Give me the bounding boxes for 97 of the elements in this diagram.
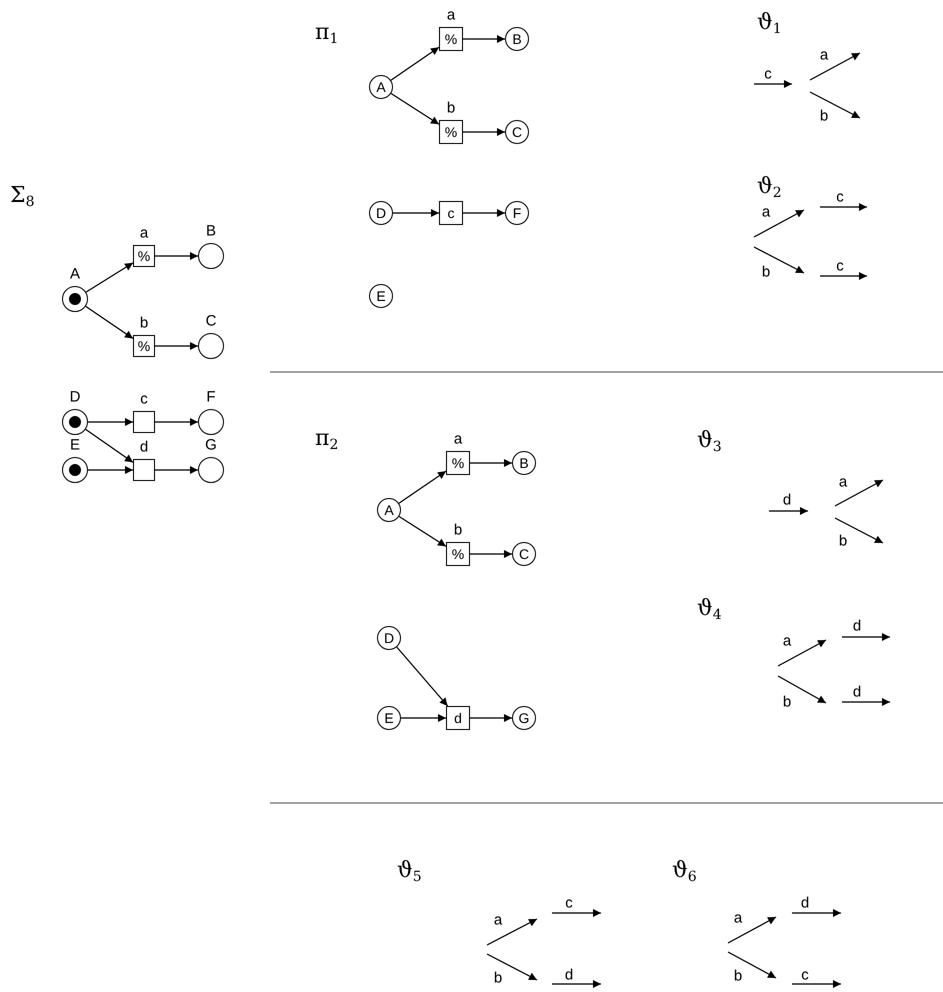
node-label: b [140, 316, 148, 330]
arc-label: c [836, 258, 844, 274]
node-label: b [454, 522, 462, 538]
arc-label: d [852, 684, 862, 700]
arrow [155, 418, 198, 426]
place-circle [198, 333, 224, 359]
arrow [85, 306, 134, 339]
arc-label: b [762, 264, 770, 280]
panel-title: ϑ$_{1}$ [757, 12, 782, 36]
node-label: d [140, 440, 148, 454]
node-label: A [70, 266, 80, 282]
place-circle: C [512, 542, 536, 566]
place-circle: D [377, 626, 401, 650]
arc-label: a [734, 910, 742, 926]
node-label: c [140, 392, 148, 406]
place-circle: B [505, 27, 529, 51]
arrow [85, 428, 134, 463]
place-circle: E [377, 706, 401, 730]
arc-label: c [801, 968, 809, 982]
transition-box: c [439, 201, 463, 225]
transition-box: % [439, 120, 463, 144]
arrow [463, 209, 505, 217]
panel-title: ϑ$_{3}$ [697, 430, 722, 454]
place-circle [198, 243, 224, 269]
arrow [155, 252, 198, 260]
node-label: a [446, 8, 456, 22]
panel-title: ϑ$_{6}$ [672, 860, 697, 884]
place-circle [198, 457, 224, 483]
place-circle [62, 286, 88, 312]
arrow [88, 466, 133, 474]
arrow [398, 516, 446, 547]
arc-label: d [800, 896, 810, 910]
arc-label: a [494, 912, 502, 928]
place-circle: F [505, 201, 529, 225]
node-label: b [446, 100, 456, 116]
node-label: C [206, 314, 216, 328]
arc-label: a [820, 48, 828, 62]
transition-box: % [446, 451, 470, 475]
place-circle: A [369, 75, 393, 99]
panel-title: π$_{2}$ [315, 428, 338, 452]
panel-title: π$_{1}$ [315, 22, 338, 46]
arc-label: b [782, 694, 792, 710]
panel-title: ϑ$_{2}$ [757, 176, 782, 200]
arc-label: a [838, 474, 848, 490]
panel-title: Σ$_{8}$ [10, 185, 34, 209]
arrow [463, 128, 505, 136]
arc-label: c [565, 896, 573, 910]
arc-label: b [494, 970, 502, 986]
arrow [470, 550, 512, 558]
panel-title: ϑ$_{4}$ [697, 598, 722, 622]
arc-label: a [762, 204, 770, 220]
place-circle [62, 457, 88, 483]
arc-label: d [782, 492, 792, 508]
node-label: a [454, 432, 462, 446]
arrow [463, 35, 505, 43]
arc-label: c [836, 190, 844, 204]
arrow [401, 714, 446, 722]
transition-box: % [446, 542, 470, 566]
arc-label: b [734, 968, 742, 984]
node-label: E [70, 438, 80, 452]
transition-box: % [133, 245, 155, 267]
panel-title: ϑ$_{5}$ [397, 860, 422, 884]
place-circle: G [512, 706, 536, 730]
arrow [390, 46, 440, 81]
transition-box: % [439, 27, 463, 51]
arc-label: a [782, 634, 792, 648]
arrow [390, 92, 440, 125]
node-label: a [140, 226, 148, 240]
place-circle: C [505, 120, 529, 144]
arrow [155, 342, 198, 350]
place-circle: A [377, 498, 401, 522]
node-label: F [206, 390, 216, 404]
arc-label: b [820, 108, 828, 124]
arrow [470, 714, 512, 722]
arc-label: d [852, 618, 862, 634]
arrow [398, 470, 446, 504]
arc-label: d [564, 968, 574, 982]
node-label: B [206, 224, 216, 238]
transition-box [133, 459, 155, 481]
transition-box: % [133, 335, 155, 357]
place-circle [62, 409, 88, 435]
arc-label: c [764, 66, 772, 82]
arrow [88, 418, 133, 426]
place-circle: E [369, 284, 393, 308]
transition-box: d [446, 706, 470, 730]
arrow [470, 459, 512, 467]
arrow [396, 646, 448, 706]
arrow [393, 209, 439, 217]
arc-label: b [838, 534, 848, 548]
arrow [86, 262, 134, 293]
arrow [155, 466, 198, 474]
place-circle: B [512, 451, 536, 475]
node-label: G [205, 438, 217, 452]
place-circle [198, 409, 224, 435]
node-label: D [70, 390, 80, 404]
transition-box [133, 411, 155, 433]
place-circle: D [369, 201, 393, 225]
